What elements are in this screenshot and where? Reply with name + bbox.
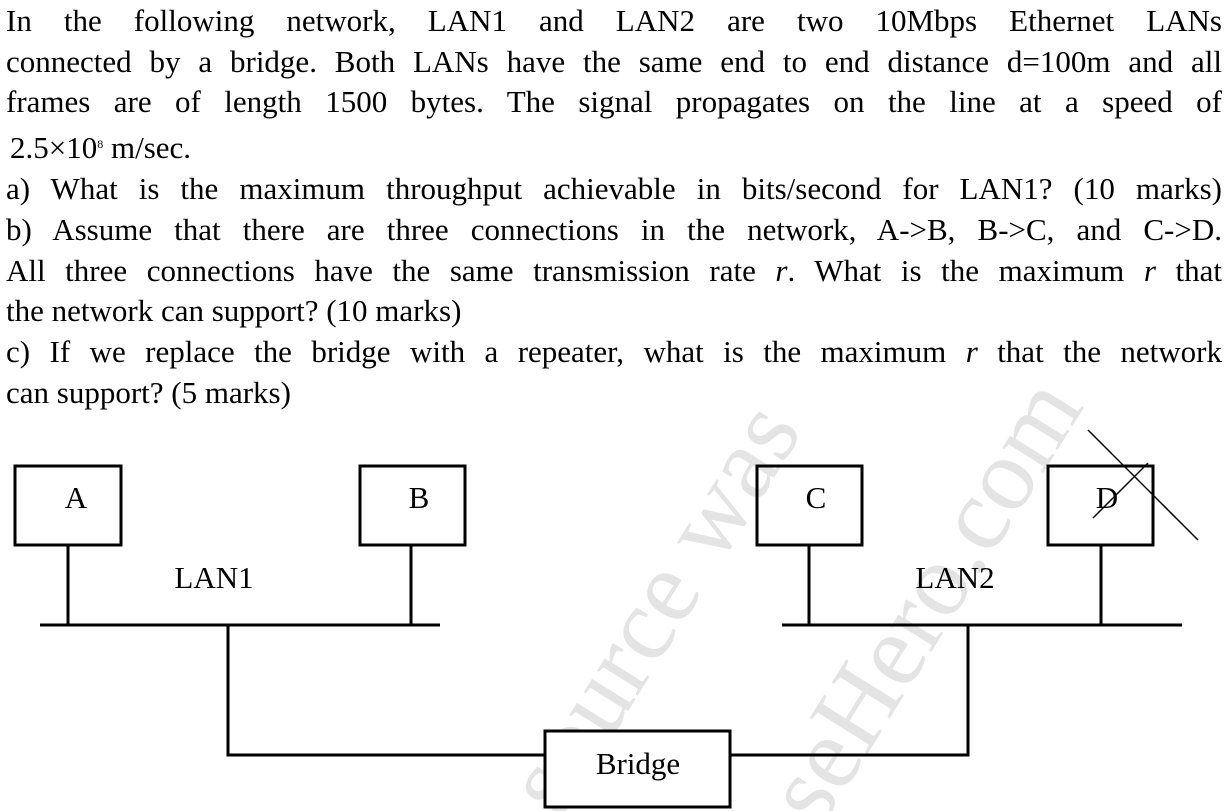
part-b-line-2-post: that [1155,252,1222,288]
station-b-label: B [409,480,430,515]
intro-line-3: frames are of length 1500 bytes. The sig… [6,84,1222,119]
station-d-label: D [1096,480,1118,515]
intro-line-2: connected by a bridge. Both LANs have th… [6,43,1222,79]
bridge-label: Bridge [596,746,680,781]
part-c-line-2: can support? (5 marks) [6,374,291,410]
part-c-line-1: c) If we replace the bridge with a repea… [6,332,1222,373]
station-a-label: A [65,480,88,515]
question-part-c: c) If we replace the bridge with a repea… [6,332,1222,413]
part-a-text: a) What is the maximum throughput achiev… [6,171,1222,206]
lan2-bridge-link [730,625,970,757]
speed-exponent: 8 [97,136,104,151]
lan1-label: LAN1 [174,560,253,595]
part-c-line-1-post: that the network [977,334,1222,369]
part-b-line-2-pre: All three connections have the same tran… [6,252,776,288]
part-b-line-2-mid: . What is the maximum [787,252,1144,288]
question-part-a: a) What is the maximum throughput achiev… [6,169,1222,210]
stray-stroke-1 [1087,429,1199,541]
lan1-bridge-link [226,625,545,757]
bridge-box [543,729,732,809]
question-intro: In the following network, LAN1 and LAN2 … [6,1,1222,168]
part-c-line-1-pre: c) If we replace the bridge with a repea… [6,334,966,369]
stray-stroke-2 [1092,462,1149,519]
station-c-label: C [806,480,827,515]
intro-line-4: 2.5×108 m/sec. [6,128,1222,169]
part-b-var-r-2: r [1143,252,1156,288]
question-part-b: b) Assume that there are three connectio… [6,210,1222,332]
part-b-line-3: the network can support? (10 marks) [6,293,462,328]
lan2-label: LAN2 [915,560,994,595]
intro-line-1: In the following network, LAN1 and LAN2 … [6,3,1222,38]
part-b-line-2: All three connections have the same tran… [6,251,1222,292]
part-b-line-1: b) Assume that there are three connectio… [6,212,1222,247]
speed-mantissa: 2.5×10 [10,129,98,165]
part-c-var-r: r [965,334,978,369]
speed-unit: m/sec. [103,129,192,165]
part-b-var-r-1: r [775,252,788,288]
